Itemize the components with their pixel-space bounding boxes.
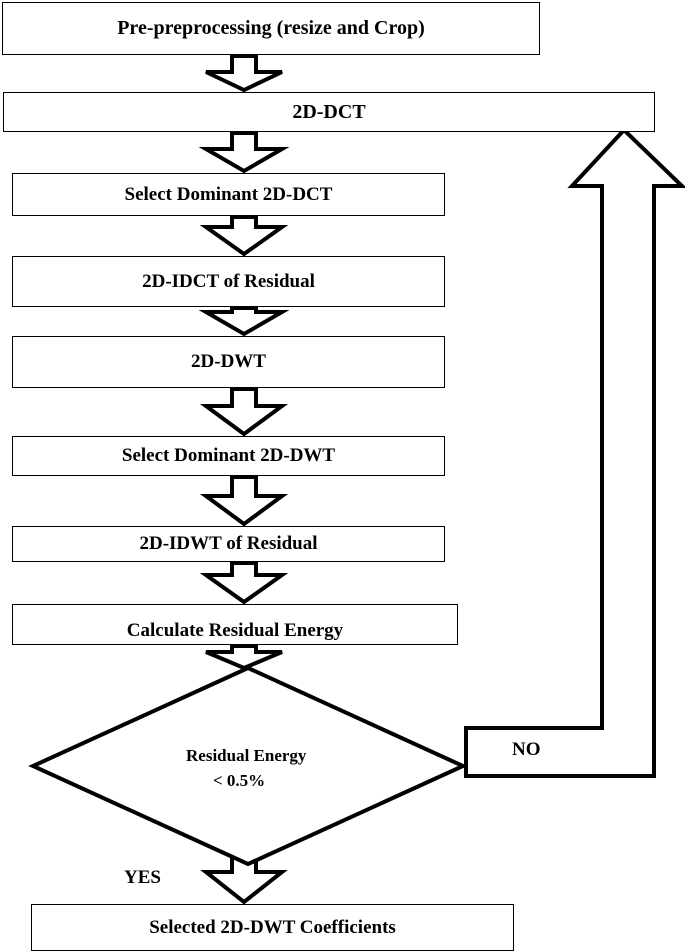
- calculate-residual-energy-step: Calculate Residual Energy: [12, 604, 458, 645]
- decision-label-line2: < 0.5%: [213, 771, 266, 790]
- no-branch-label: NO: [512, 739, 541, 760]
- down-arrow-8: [205, 644, 283, 671]
- no-feedback-arrow: [464, 127, 685, 778]
- idwt-residual-step: 2D-IDWT of Residual: [12, 526, 445, 562]
- idct-residual-step: 2D-IDCT of Residual: [12, 256, 445, 307]
- decision-label-line1: Residual Energy: [186, 746, 307, 765]
- down-arrow-6: [199, 475, 289, 527]
- down-arrow-4: [198, 306, 290, 337]
- down-arrow-7: [199, 561, 289, 605]
- down-arrow-1: [205, 54, 283, 93]
- select-dominant-dct-step: Select Dominant 2D-DCT: [12, 173, 445, 216]
- dwt-step: 2D-DWT: [12, 336, 445, 388]
- yes-branch-label: YES: [124, 867, 161, 888]
- down-arrow-3: [199, 215, 289, 257]
- output-coefficients-step: Selected 2D-DWT Coefficients: [31, 904, 514, 951]
- dct-step: 2D-DCT: [3, 92, 655, 132]
- preprocessing-step: Pre-preprocessing (resize and Crop): [2, 2, 540, 55]
- down-arrow-5: [199, 387, 289, 437]
- decision-diamond: [28, 665, 468, 867]
- down-arrow-2: [198, 131, 290, 174]
- select-dominant-dwt-step: Select Dominant 2D-DWT: [12, 436, 445, 476]
